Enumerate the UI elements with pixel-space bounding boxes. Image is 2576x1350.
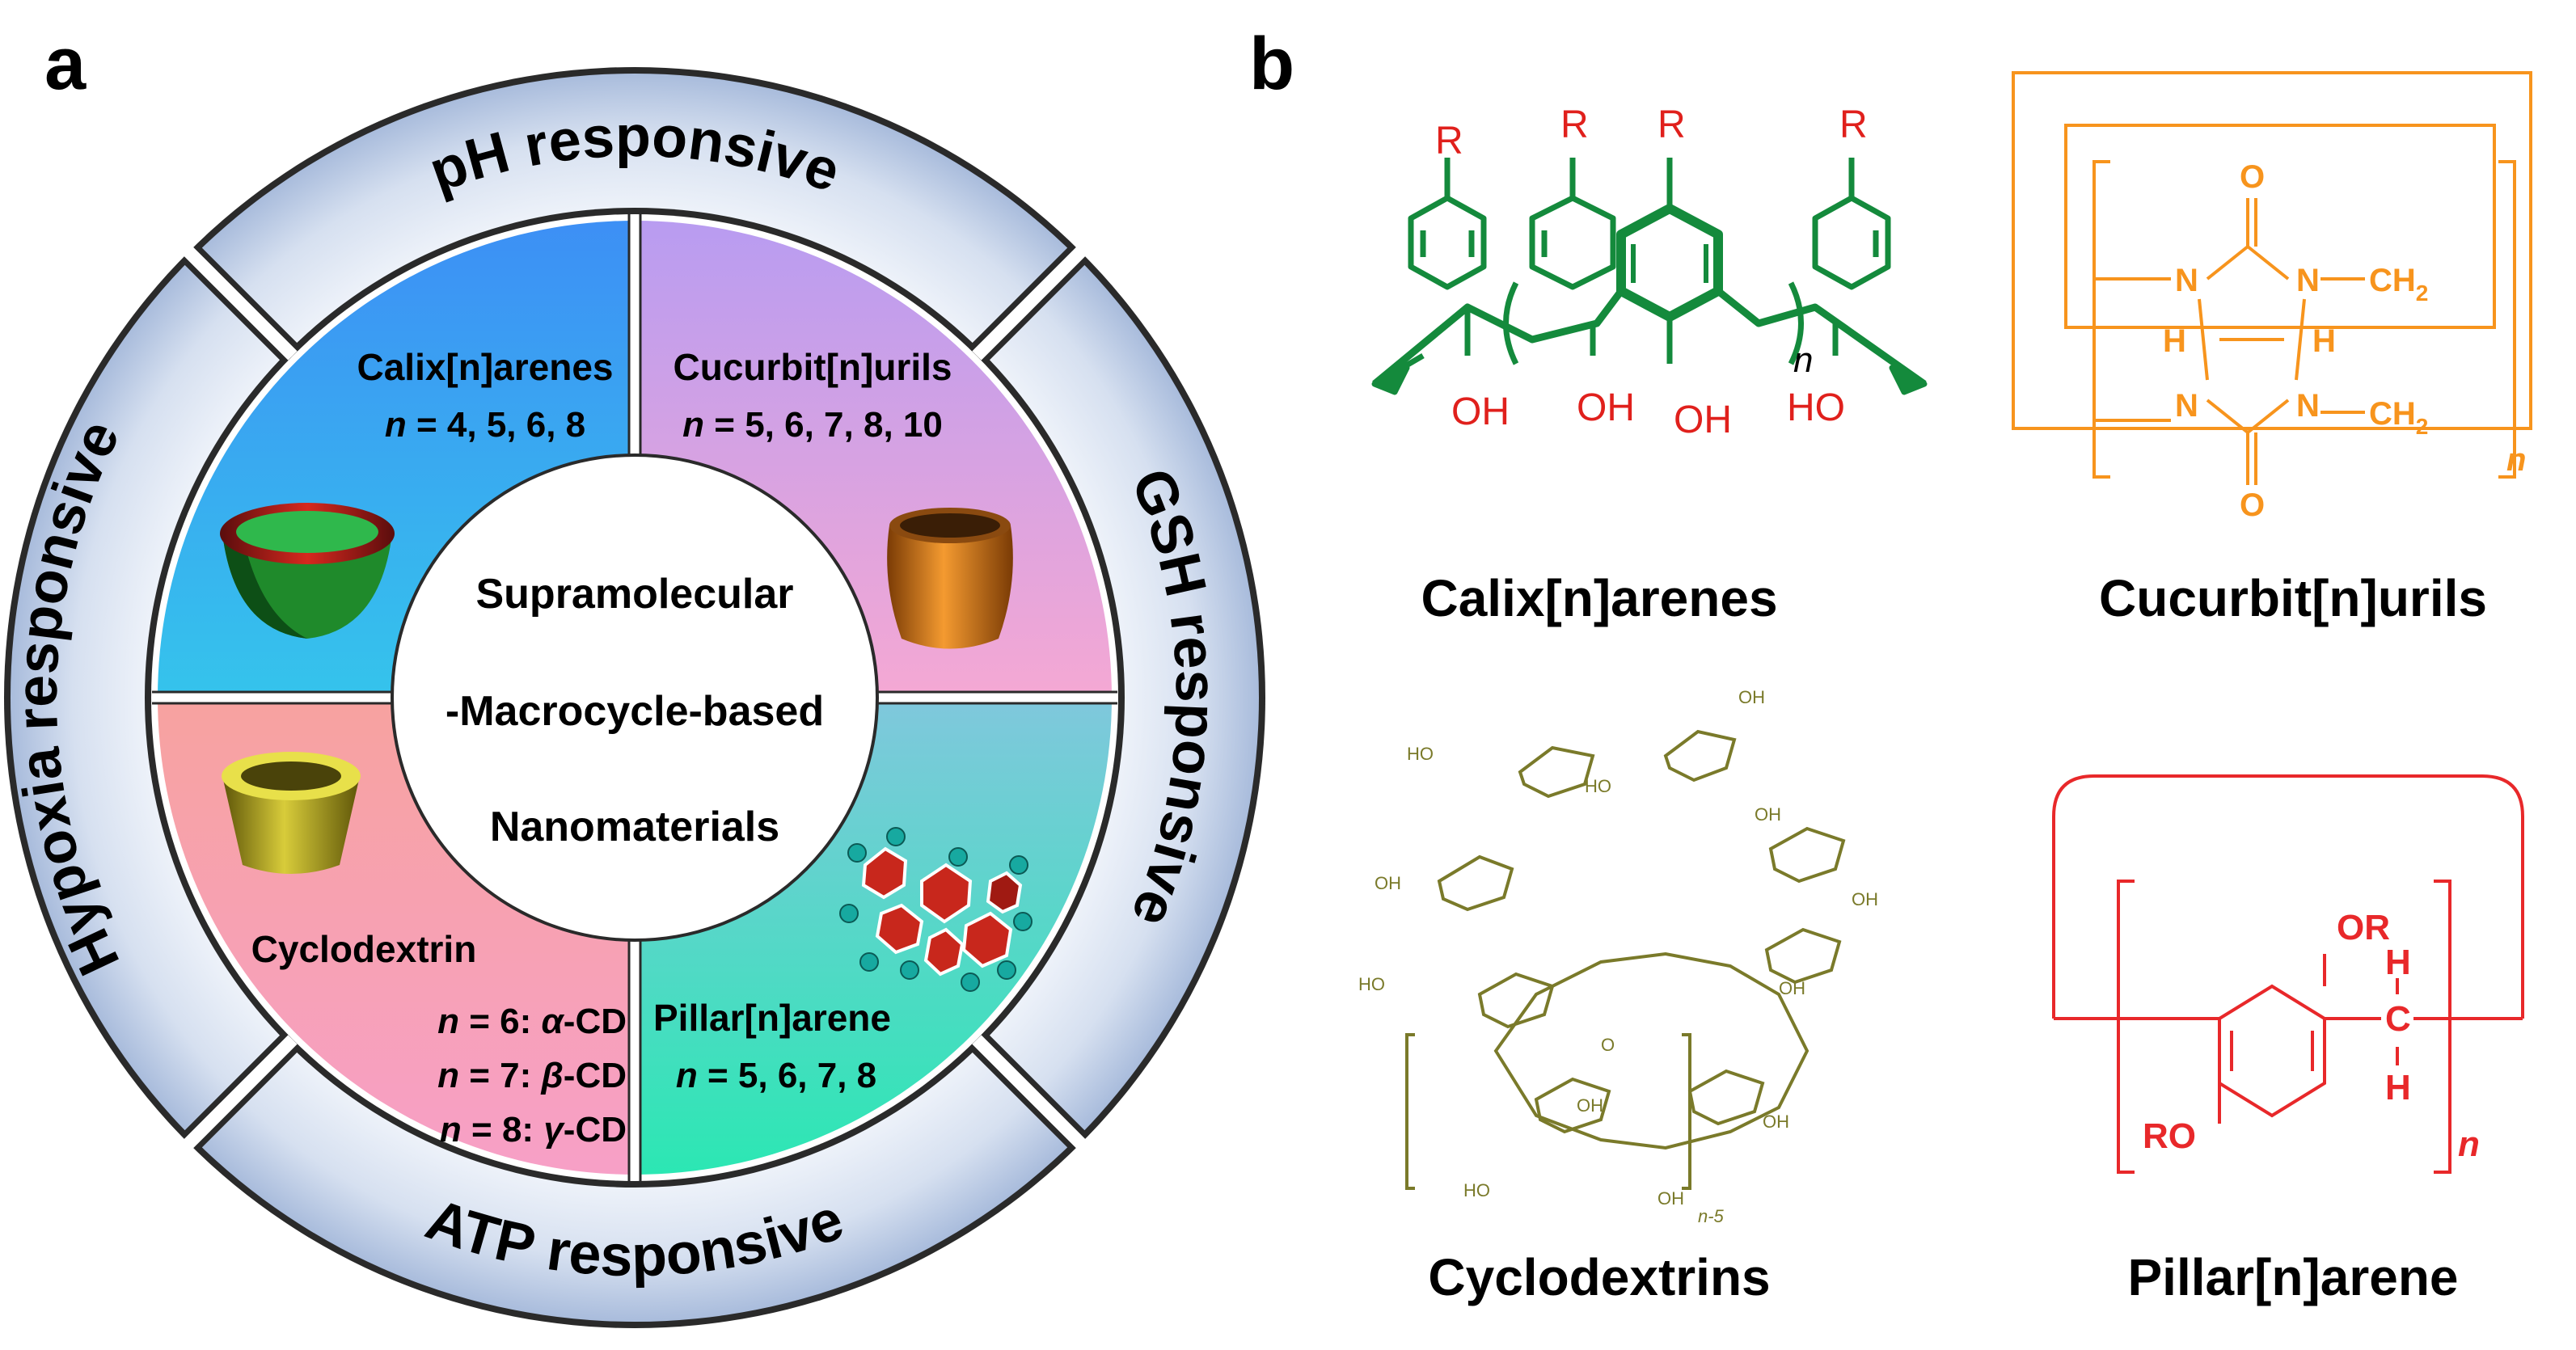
calix-n: n [1793,340,1813,380]
cd-oh-6: OH [1763,1112,1789,1132]
cd-oh-3: OH [1852,889,1878,909]
cd-o-1: O [1601,1035,1615,1055]
label-pillararene: Pillar[n]arene [2127,1248,2458,1306]
cyclodextrin-cone-icon [222,752,361,874]
cb-ch2-2: CH2 [2369,396,2428,439]
pillar-c: C [2385,999,2411,1039]
pillararene-model-icon [839,827,1033,992]
cd-oh-5: OH [1779,978,1805,998]
pillar-ro: RO [2143,1116,2196,1156]
cd-ho-2: HO [1585,776,1611,796]
cucurbituril-structure [2012,71,2532,485]
quadrant-cd-line-1: n = 6: α-CD [437,1002,627,1041]
cd-ho-1: HO [1407,744,1434,764]
center-line-2: -Macrocycle-based [446,688,824,735]
label-cucurbiturils: Cucurbit[n]urils [2099,569,2487,627]
cb-o-top: O [2240,159,2265,195]
quadrant-sub-calix: n = 4, 5, 6, 8 [385,405,585,445]
cb-n-4: N [2296,388,2320,424]
cyclodextrin-structure [1405,729,1846,1190]
cd-oh-1: OH [1738,687,1765,707]
center-line-1: Supramolecular [475,571,793,618]
quadrant-title-cucurbit: Cucurbit[n]urils [674,346,952,388]
cd-oh-8: OH [1577,1095,1603,1116]
cb-h-1: H [2163,323,2186,359]
calix-r-2: R [1560,103,1589,146]
cd-ho-3: HO [1358,974,1385,994]
calix-oh-1: OH [1451,390,1510,433]
pillar-h-2: H [2385,1068,2411,1107]
cd-oh-2: OH [1755,804,1781,825]
quadrant-cd-line-2: n = 7: β-CD [437,1056,627,1095]
calix-ho: HO [1787,386,1845,429]
calix-oh-3: OH [1674,399,1732,441]
pillararene-structure [2052,774,2524,1174]
pillar-h-1: H [2385,943,2411,982]
pillar-or: OR [2337,908,2390,947]
label-cyclodextrins: Cyclodextrins [1428,1248,1770,1306]
cb-n-1: N [2175,263,2198,298]
cd-ho-4: HO [1463,1180,1490,1200]
cd-oh-4: OH [1375,873,1401,893]
cb-h-2: H [2312,323,2336,359]
quadrant-cd-line-3: n = 8: γ-CD [440,1110,627,1150]
panel-label-b: b [1249,23,1294,105]
panel-label-a: a [44,23,87,105]
calix-r-1: R [1435,120,1463,162]
calixarene-cup-icon [220,503,395,639]
cb-ch2-1: CH2 [2369,263,2428,306]
calix-oh-2: OH [1577,386,1635,429]
quadrant-sub-cucurbit: n = 5, 6, 7, 8, 10 [682,405,943,445]
cucurbituril-barrel-icon [887,508,1013,649]
quadrant-sub-pillar: n = 5, 6, 7, 8 [676,1056,876,1095]
calixarene-structure [1371,158,1928,395]
label-calixarenes: Calix[n]arenes [1421,569,1777,627]
quadrant-title-cyclodextrin: Cyclodextrin [251,928,477,970]
cb-n: n [2506,442,2526,478]
pillar-n: n [2458,1124,2480,1164]
quadrant-title-calix: Calix[n]arenes [357,346,613,388]
quadrant-title-pillar: Pillar[n]arene [653,997,891,1039]
cb-n-3: N [2175,388,2198,424]
center-line-3: Nanomaterials [490,804,779,850]
cb-n-2: N [2296,263,2320,298]
cd-oh-7: OH [1658,1188,1684,1209]
calix-r-4: R [1839,103,1868,146]
calix-r-3: R [1658,103,1686,146]
cb-o-bottom: O [2240,487,2265,523]
cd-n-minus: n-5 [1698,1206,1725,1226]
center-circle [391,454,879,942]
